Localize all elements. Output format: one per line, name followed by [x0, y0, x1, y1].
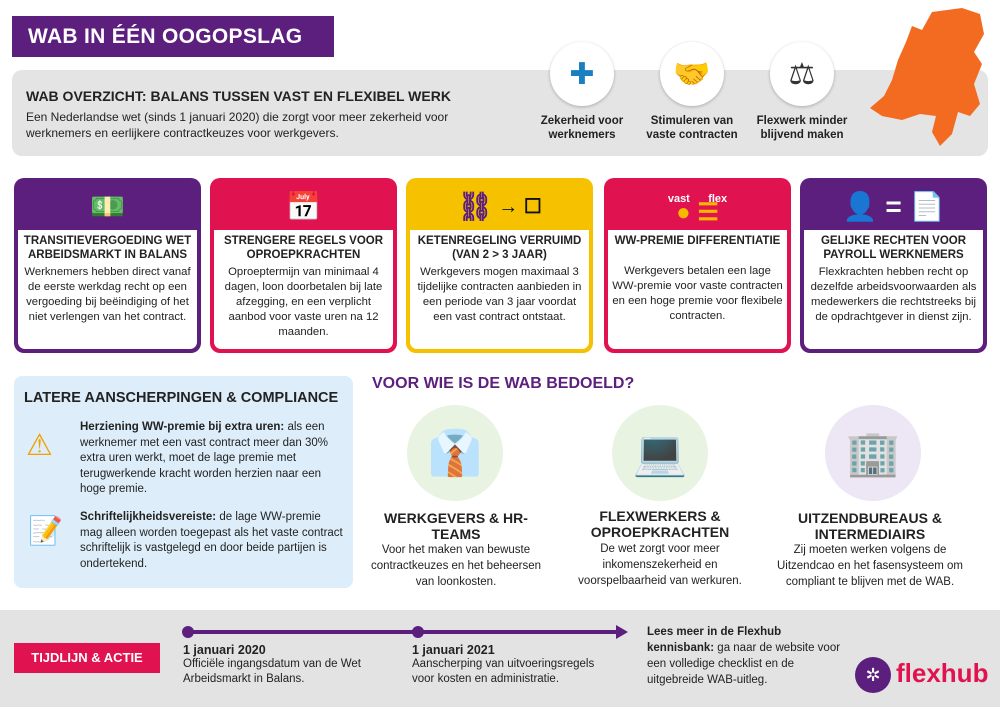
- card-oproepkrachten: 📅 STRENGERE REGELS VOOR OPROEPKRACHTEN Op…: [210, 178, 397, 353]
- timeline-panel: [0, 610, 1000, 707]
- event-date: 1 januari 2021: [412, 643, 495, 657]
- timeline-badge: TIJDLIJN & ACTIE: [14, 643, 160, 673]
- cta-text: Lees meer in de Flexhub kennisbank: ga n…: [647, 624, 842, 688]
- page-title: WAB IN ÉÉN OOGOPSLAG: [12, 16, 334, 57]
- coin-label-vast: vast: [667, 193, 690, 205]
- item-label: Schriftelijkheidsvereiste:: [80, 511, 217, 523]
- businessman-gears-icon: 👔: [407, 405, 503, 501]
- money-hand-icon: 💵: [90, 190, 125, 222]
- audience-text: De wet zorgt voor meer inkomenszekerheid…: [578, 543, 742, 587]
- calendar-clock-icon: 📅: [286, 190, 321, 222]
- card-text: Oproeptermijn van minimaal 4 dagen, loon…: [224, 266, 383, 338]
- audience-title: WERKGEVERS & HR-TEAMS: [384, 510, 528, 542]
- office-building-people-icon: 🏢: [825, 405, 921, 501]
- card-title: WW-PREMIE DIFFERENTIATIE: [614, 235, 781, 247]
- compliance-panel: LATERE AANSCHERPINGEN & COMPLIANCE ⚠ Her…: [14, 376, 353, 588]
- compliance-heading: LATERE AANSCHERPINGEN & COMPLIANCE: [24, 390, 339, 406]
- card-ww-premie: vast flex ● ☰ WW-PREMIE DIFFERENTIATIE We…: [604, 178, 791, 353]
- overview-heading: WAB OVERZICHT: BALANS TUSSEN VAST EN FLE…: [26, 88, 451, 104]
- item-text: de lage WW-premie mag alleen worden toeg…: [80, 511, 343, 570]
- compliance-item: Schriftelijkheidsvereiste: de lage WW-pr…: [80, 510, 346, 572]
- event-date: 1 januari 2020: [183, 643, 266, 657]
- netherlands-map-icon: [870, 8, 984, 146]
- audience-title: UITZENDBUREAUS & INTERMEDIAIRS: [798, 510, 942, 542]
- signed-document-icon: 📝: [28, 515, 63, 546]
- timeline-event: 1 januari 2020 Officiële ingangsdatum va…: [183, 643, 373, 687]
- timeline-arrow: [182, 625, 628, 639]
- audience-text: Voor het maken van bewuste contractkeuze…: [370, 544, 542, 588]
- arrow-head-icon: [616, 625, 628, 639]
- item-text: als een werknemer met een vast contract …: [80, 421, 329, 495]
- audience-text: Zij moeten werken volgens de Uitzendcao …: [776, 544, 964, 588]
- compliance-item: Herziening WW-premie bij extra uren: als…: [80, 420, 346, 498]
- timeline-event: 1 januari 2021 Aanscherping van uitvoeri…: [412, 643, 612, 687]
- event-text: Officiële ingangsdatum van de Wet Arbeid…: [183, 658, 361, 685]
- laptop-worker-icon: 💻: [612, 405, 708, 501]
- item-label: Herziening WW-premie bij extra uren:: [80, 421, 285, 433]
- network-hub-icon: ✲: [855, 657, 891, 693]
- card-text: Werkgevers mogen maximaal 3 tijdelijke c…: [417, 266, 582, 323]
- card-transitievergoeding: 💵 TRANSITIEVERGOEDING WET ARBEIDSMARKT I…: [14, 178, 201, 353]
- shield-cross-icon: ✚: [550, 42, 614, 106]
- handshake-icon: 🤝: [660, 42, 724, 106]
- card-title: STRENGERE REGELS VOOR OPROEPKRACHTEN: [223, 235, 384, 261]
- audience-heading: VOOR WIE IS DE WAB BEDOELD?: [372, 375, 635, 392]
- audience-title: FLEXWERKERS & OPROEPKRACHTEN: [590, 508, 730, 540]
- cta-label: Lees meer in de Flexhub kennisbank:: [647, 626, 782, 654]
- overview-description: Een Nederlandse wet (sinds 1 januari 202…: [26, 110, 449, 140]
- card-title: TRANSITIEVERGOEDING WET ARBEIDSMARKT IN …: [23, 235, 192, 261]
- goal-label: Stimuleren van vaste contracten: [646, 115, 738, 141]
- chain-arrow-icon: ⛓ → ☐: [457, 190, 542, 222]
- warning-icon: ⚠: [26, 429, 53, 462]
- card-text: Werknemers hebben direct vanaf de eerste…: [24, 266, 191, 323]
- card-payroll: 👤 = 📄 GELIJKE RECHTEN VOOR PAYROLL WERKN…: [800, 178, 987, 353]
- coin-label-flex: flex: [708, 193, 728, 205]
- card-ketenregeling: ⛓ → ☐ KETENREGELING VERRUIMD (VAN 2 > 3 …: [406, 178, 593, 353]
- goal-label: Zekerheid voor werknemers: [540, 115, 624, 141]
- coins-icon: vast flex ● ☰: [667, 193, 728, 226]
- card-title: KETENREGELING VERRUIMD (VAN 2 > 3 JAAR): [417, 235, 582, 261]
- timeline-dot: [412, 626, 424, 638]
- cta-body: ga naar de website voor een volledige ch…: [647, 642, 841, 686]
- person-equals-contract-icon: 👤 = 📄: [842, 190, 945, 222]
- balance-scale-icon: ⚖: [770, 42, 834, 106]
- card-text: Flexkrachten hebben recht op dezelfde ar…: [810, 266, 977, 323]
- card-text: Werkgevers betalen een lage WW-premie vo…: [612, 265, 783, 322]
- flexhub-logo: flexhub: [896, 658, 989, 688]
- timeline-dot: [182, 626, 194, 638]
- goal-label: Flexwerk minder blijvend maken: [756, 115, 848, 141]
- card-title: GELIJKE RECHTEN VOOR PAYROLL WERKNEMERS: [820, 235, 967, 261]
- event-text: Aanscherping van uitvoeringsregels voor …: [412, 658, 595, 685]
